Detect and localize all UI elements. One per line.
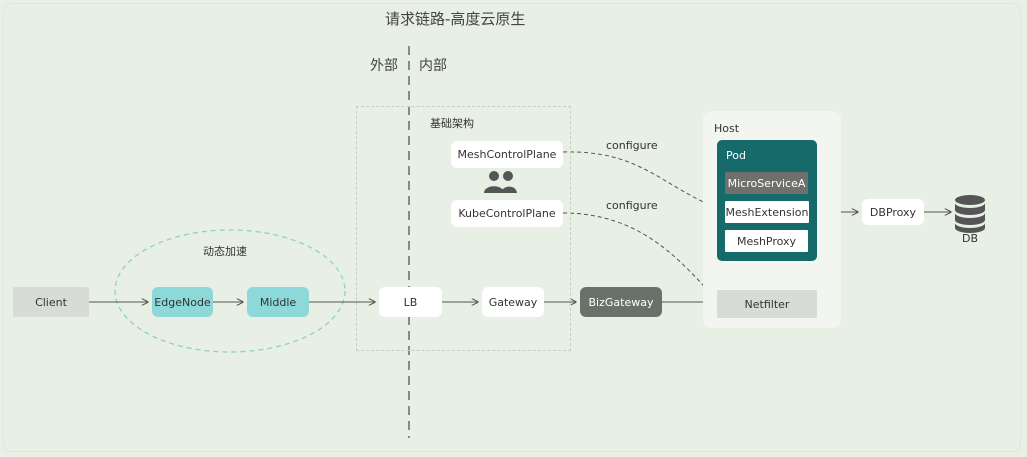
node-biz-gateway: BizGateway xyxy=(580,287,662,317)
node-mesh-control-plane: MeshControlPlane xyxy=(451,141,563,168)
infrastructure-label: 基础架构 xyxy=(430,117,474,130)
zone-external-label: 外部 xyxy=(370,58,398,74)
node-db-label: DB xyxy=(962,232,979,245)
configure-label-2: configure xyxy=(606,199,658,212)
node-db-proxy: DBProxy xyxy=(862,199,924,225)
zone-internal-label: 内部 xyxy=(419,58,447,74)
node-mesh-extension: MeshExtension xyxy=(725,201,809,223)
node-client: Client xyxy=(13,287,89,317)
configure-label-1: configure xyxy=(606,139,658,152)
node-netfilter: Netfilter xyxy=(717,290,817,318)
dynamic-acceleration-label: 动态加速 xyxy=(203,245,247,258)
database-icon xyxy=(955,195,985,233)
edge-meshcontrolplane-meshextension xyxy=(562,151,719,209)
node-edge-node: EdgeNode xyxy=(152,287,213,317)
node-micro-service-a: MicroServiceA xyxy=(725,172,808,194)
dynamic-acceleration-region xyxy=(114,229,346,353)
edge-kubecontrolplane-netfilter xyxy=(562,212,713,296)
node-mesh-proxy: MeshProxy xyxy=(725,230,808,252)
node-kube-control-plane: KubeControlPlane xyxy=(451,200,563,227)
node-gateway: Gateway xyxy=(482,287,544,317)
diagram-title: 请求链路-高度云原生 xyxy=(385,10,526,28)
pod-label: Pod xyxy=(726,149,746,162)
infrastructure-region xyxy=(356,106,571,351)
users-icon xyxy=(484,171,517,193)
node-middle: Middle xyxy=(247,287,309,317)
diagram-frame xyxy=(3,3,1021,452)
node-lb: LB xyxy=(379,287,442,317)
host-label: Host xyxy=(714,122,740,135)
